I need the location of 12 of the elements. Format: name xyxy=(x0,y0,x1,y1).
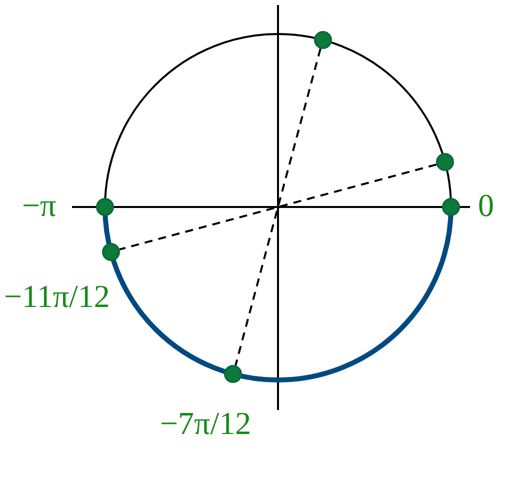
dashed-line xyxy=(234,48,322,366)
angle-label: −π xyxy=(22,187,56,223)
point-marker xyxy=(436,153,454,172)
angle-label: 0 xyxy=(478,187,494,223)
point-marker xyxy=(442,198,460,216)
point-marker xyxy=(314,30,332,49)
angle-label: −11π/12 xyxy=(4,278,110,314)
point-marker xyxy=(96,198,114,216)
dashed-line xyxy=(119,164,437,250)
point-marker xyxy=(224,365,242,384)
point-marker xyxy=(102,242,120,261)
angle-label: −7π/12 xyxy=(160,405,252,441)
